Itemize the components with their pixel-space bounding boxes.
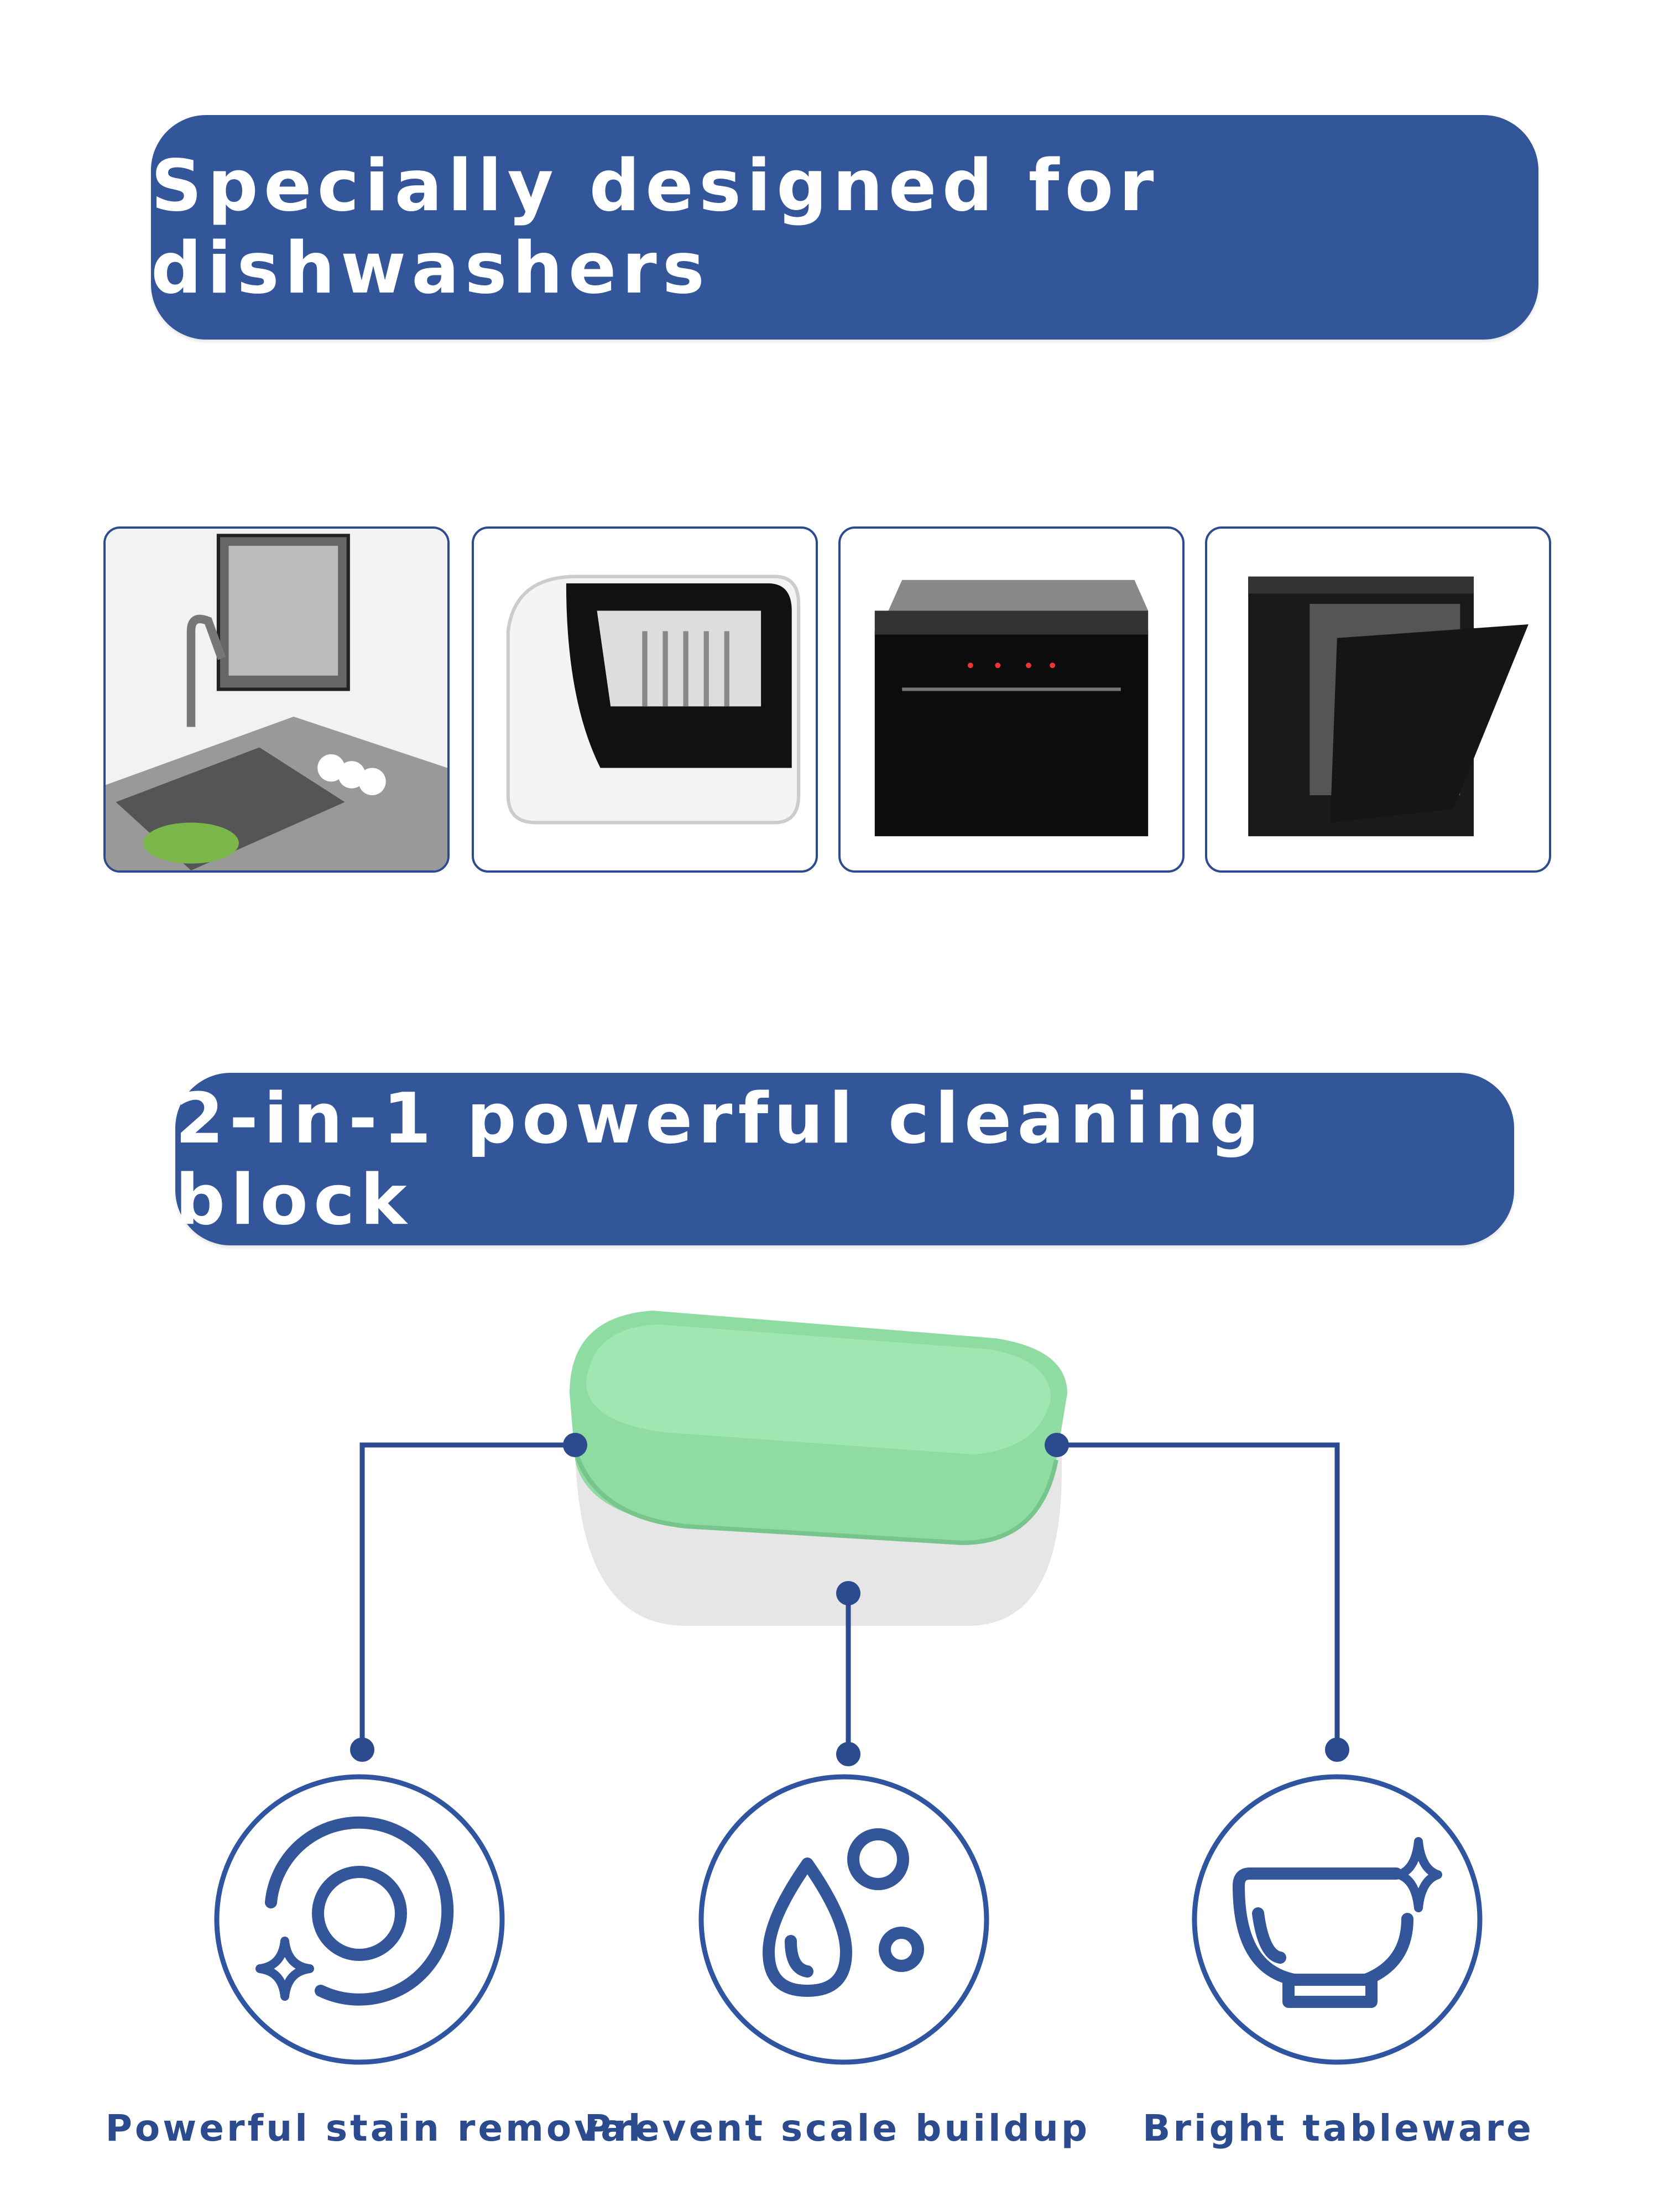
feature-circle-bright [1192, 1774, 1483, 2065]
feature-circle-stain [214, 1774, 505, 2065]
bowl-sparkle-icon [1233, 1837, 1442, 2008]
feature-label-bright: Bright tableware [1142, 2107, 1534, 2150]
feature-label-stain: Powerful stain removal [105, 2107, 644, 2150]
image-drawer-dishwasher [838, 526, 1185, 873]
banner-title: 2-in-1 powerful cleaning block [175, 1078, 1265, 1240]
banner-specially-designed: Specially designed for dishwashers [151, 115, 1538, 340]
feature-circle-scale [698, 1774, 989, 2065]
image-sink-dishwasher [103, 526, 450, 873]
banner-cleaning-block: 2-in-1 powerful cleaning block [175, 1073, 1514, 1245]
cleaning-tablet-image [570, 1311, 1067, 1626]
feature-label-scale: Prevent scale buildup [584, 2107, 1091, 2150]
image-countertop-dishwasher [472, 526, 818, 873]
image-freestanding-dishwasher [1205, 526, 1551, 873]
connector-dots [350, 1433, 1349, 1766]
banner-title: Specially designed for dishwashers [151, 145, 1160, 310]
water-drops-icon [763, 1828, 924, 1997]
connector-lines [359, 1442, 1340, 1754]
plate-sparkle-icon [255, 1816, 454, 2006]
